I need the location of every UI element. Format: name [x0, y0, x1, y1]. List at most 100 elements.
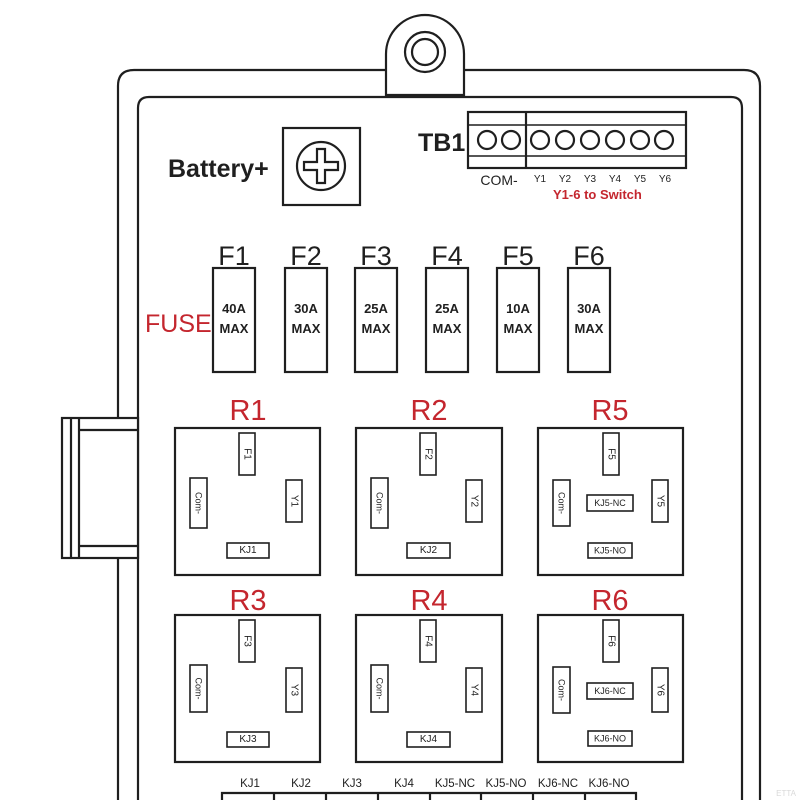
fuse-f6: F6 30A MAX [566, 241, 612, 374]
relay-label: R4 [410, 585, 447, 617]
terminal-note: Y1-6 to Switch [553, 187, 642, 202]
output-terminal-label: KJ6-NO [589, 778, 630, 790]
terminal-block-housing [466, 110, 688, 170]
terminal-com-label: COM- [480, 172, 518, 188]
fuse-max-label: MAX [220, 321, 249, 336]
relay-pin-coil-label: Y3 [289, 684, 300, 697]
terminal-block [466, 110, 688, 170]
terminal-com-screw-icon [500, 129, 522, 151]
relay-pin-com-label: Com- [194, 678, 204, 700]
terminal-pin-label: Y6 [659, 174, 672, 185]
relay-label: R2 [410, 395, 447, 427]
output-terminal-label: KJ2 [291, 778, 311, 790]
fuse-section-label: FUSE [145, 310, 212, 338]
fuse-f4: F4 25A MAX [424, 241, 470, 374]
fuse-f1: F1 40A MAX [211, 241, 257, 374]
relay-label: R5 [591, 395, 628, 427]
fuse-name: F4 [431, 241, 463, 271]
fuse-name: F5 [502, 241, 534, 271]
relay-pin-coil [285, 479, 303, 523]
relay-pin-output [406, 542, 451, 559]
watermark: ETTA [776, 789, 797, 798]
relay-pin-output-label: KJ3 [239, 734, 257, 745]
relay-pin-output-label: KJ4 [420, 734, 438, 745]
battery-label: Battery+ [168, 155, 269, 183]
terminal-y4-screw-icon [604, 129, 626, 151]
relay-pin-com-label: Com- [557, 492, 567, 514]
terminal-com-screw-icon [476, 129, 498, 151]
relay-socket-r5: F5 Com- KJ5-NC Y5 KJ5-NO [536, 426, 685, 577]
relay-label: R6 [591, 585, 628, 617]
terminal-pin-label: Y4 [609, 174, 622, 185]
fuse-name: F2 [290, 241, 322, 271]
relay-pin-fuse-label: F3 [242, 635, 253, 647]
relay-pin-coil-label: Y4 [469, 684, 480, 697]
relay-pin-nc [586, 682, 634, 700]
relay-pin-fuse [602, 619, 620, 663]
screw-cross-icon [302, 147, 340, 185]
terminal-block-label: TB1 [418, 129, 465, 157]
relay-pin-output-label: KJ1 [239, 545, 257, 556]
fuse-slot [283, 266, 329, 374]
relay-pin-nc-label: KJ6-NC [594, 686, 626, 696]
fuse-max-label: MAX [362, 321, 391, 336]
relay-pin-coil-label: Y1 [289, 495, 300, 508]
relay-pin-com-label: Com- [557, 679, 567, 701]
side-clip [60, 416, 140, 560]
fuse-name: F1 [218, 241, 250, 271]
relay-pin-no [587, 542, 633, 559]
mounting-hole-inner-icon [410, 37, 440, 67]
output-terminal-label: KJ3 [342, 778, 362, 790]
relay-pin-com [552, 479, 571, 527]
side-clip-outline [60, 416, 140, 560]
relay-pin-coil-label: Y5 [655, 495, 666, 508]
relay-pin-com-label: Com- [375, 492, 385, 514]
relay-pin-coil [651, 479, 669, 523]
output-terminal-label: KJ5-NC [435, 778, 475, 790]
relay-pin-com [370, 477, 389, 529]
relay-socket-r2: F2 Com- Y2 KJ2 [354, 426, 504, 577]
relay-pin-com [189, 664, 208, 713]
relay-pin-fuse [602, 432, 620, 476]
fuse-max-label: MAX [433, 321, 462, 336]
relay-socket-r4: F4 Com- Y4 KJ4 [354, 613, 504, 764]
terminal-pin-label: Y2 [559, 174, 572, 185]
enclosure-inner-frame [136, 95, 744, 800]
fuse-rating: 25A [435, 301, 459, 316]
terminal-pin-label: Y5 [634, 174, 647, 185]
relay-pin-coil [465, 667, 483, 713]
terminal-y1-screw-icon [529, 129, 551, 151]
relay-socket-r6: F6 Com- KJ6-NC Y6 KJ6-NO [536, 613, 685, 764]
relay-pin-fuse-label: F1 [242, 448, 253, 460]
relay-pin-fuse-label: F6 [606, 635, 617, 647]
fuse-rating: 10A [506, 301, 530, 316]
relay-pin-no-label: KJ5-NO [594, 546, 626, 556]
terminal-y3-screw-icon [579, 129, 601, 151]
output-terminal-label: KJ4 [394, 778, 414, 790]
relay-pin-com-label: Com- [375, 678, 385, 700]
fuse-slot [353, 266, 399, 374]
relay-label: R3 [229, 585, 266, 617]
relay-label: R1 [229, 395, 266, 427]
terminal-y2-screw-icon [554, 129, 576, 151]
screw-terminal-icon [295, 140, 347, 192]
relay-socket-r3: F3 Com- Y3 KJ3 [173, 613, 322, 764]
battery-terminal [281, 126, 362, 207]
fuse-rating: 30A [577, 301, 601, 316]
output-terminal-label: KJ1 [240, 778, 260, 790]
terminal-pin-label: Y3 [584, 174, 597, 185]
fuse-max-label: MAX [504, 321, 533, 336]
fuse-f3: F3 25A MAX [353, 241, 399, 374]
relay-pin-nc-label: KJ5-NC [594, 498, 626, 508]
relay-pin-no [587, 730, 633, 747]
relay-pin-com [552, 666, 571, 714]
relay-pin-no-label: KJ6-NO [594, 734, 626, 744]
fuse-slot [495, 266, 541, 374]
terminal-y6-screw-icon [653, 129, 675, 151]
fuse-max-label: MAX [292, 321, 321, 336]
relay-pin-output [406, 731, 451, 748]
relay-pin-fuse-label: F4 [423, 635, 434, 647]
relay-pin-fuse [238, 619, 256, 663]
relay-pin-coil [465, 479, 483, 523]
